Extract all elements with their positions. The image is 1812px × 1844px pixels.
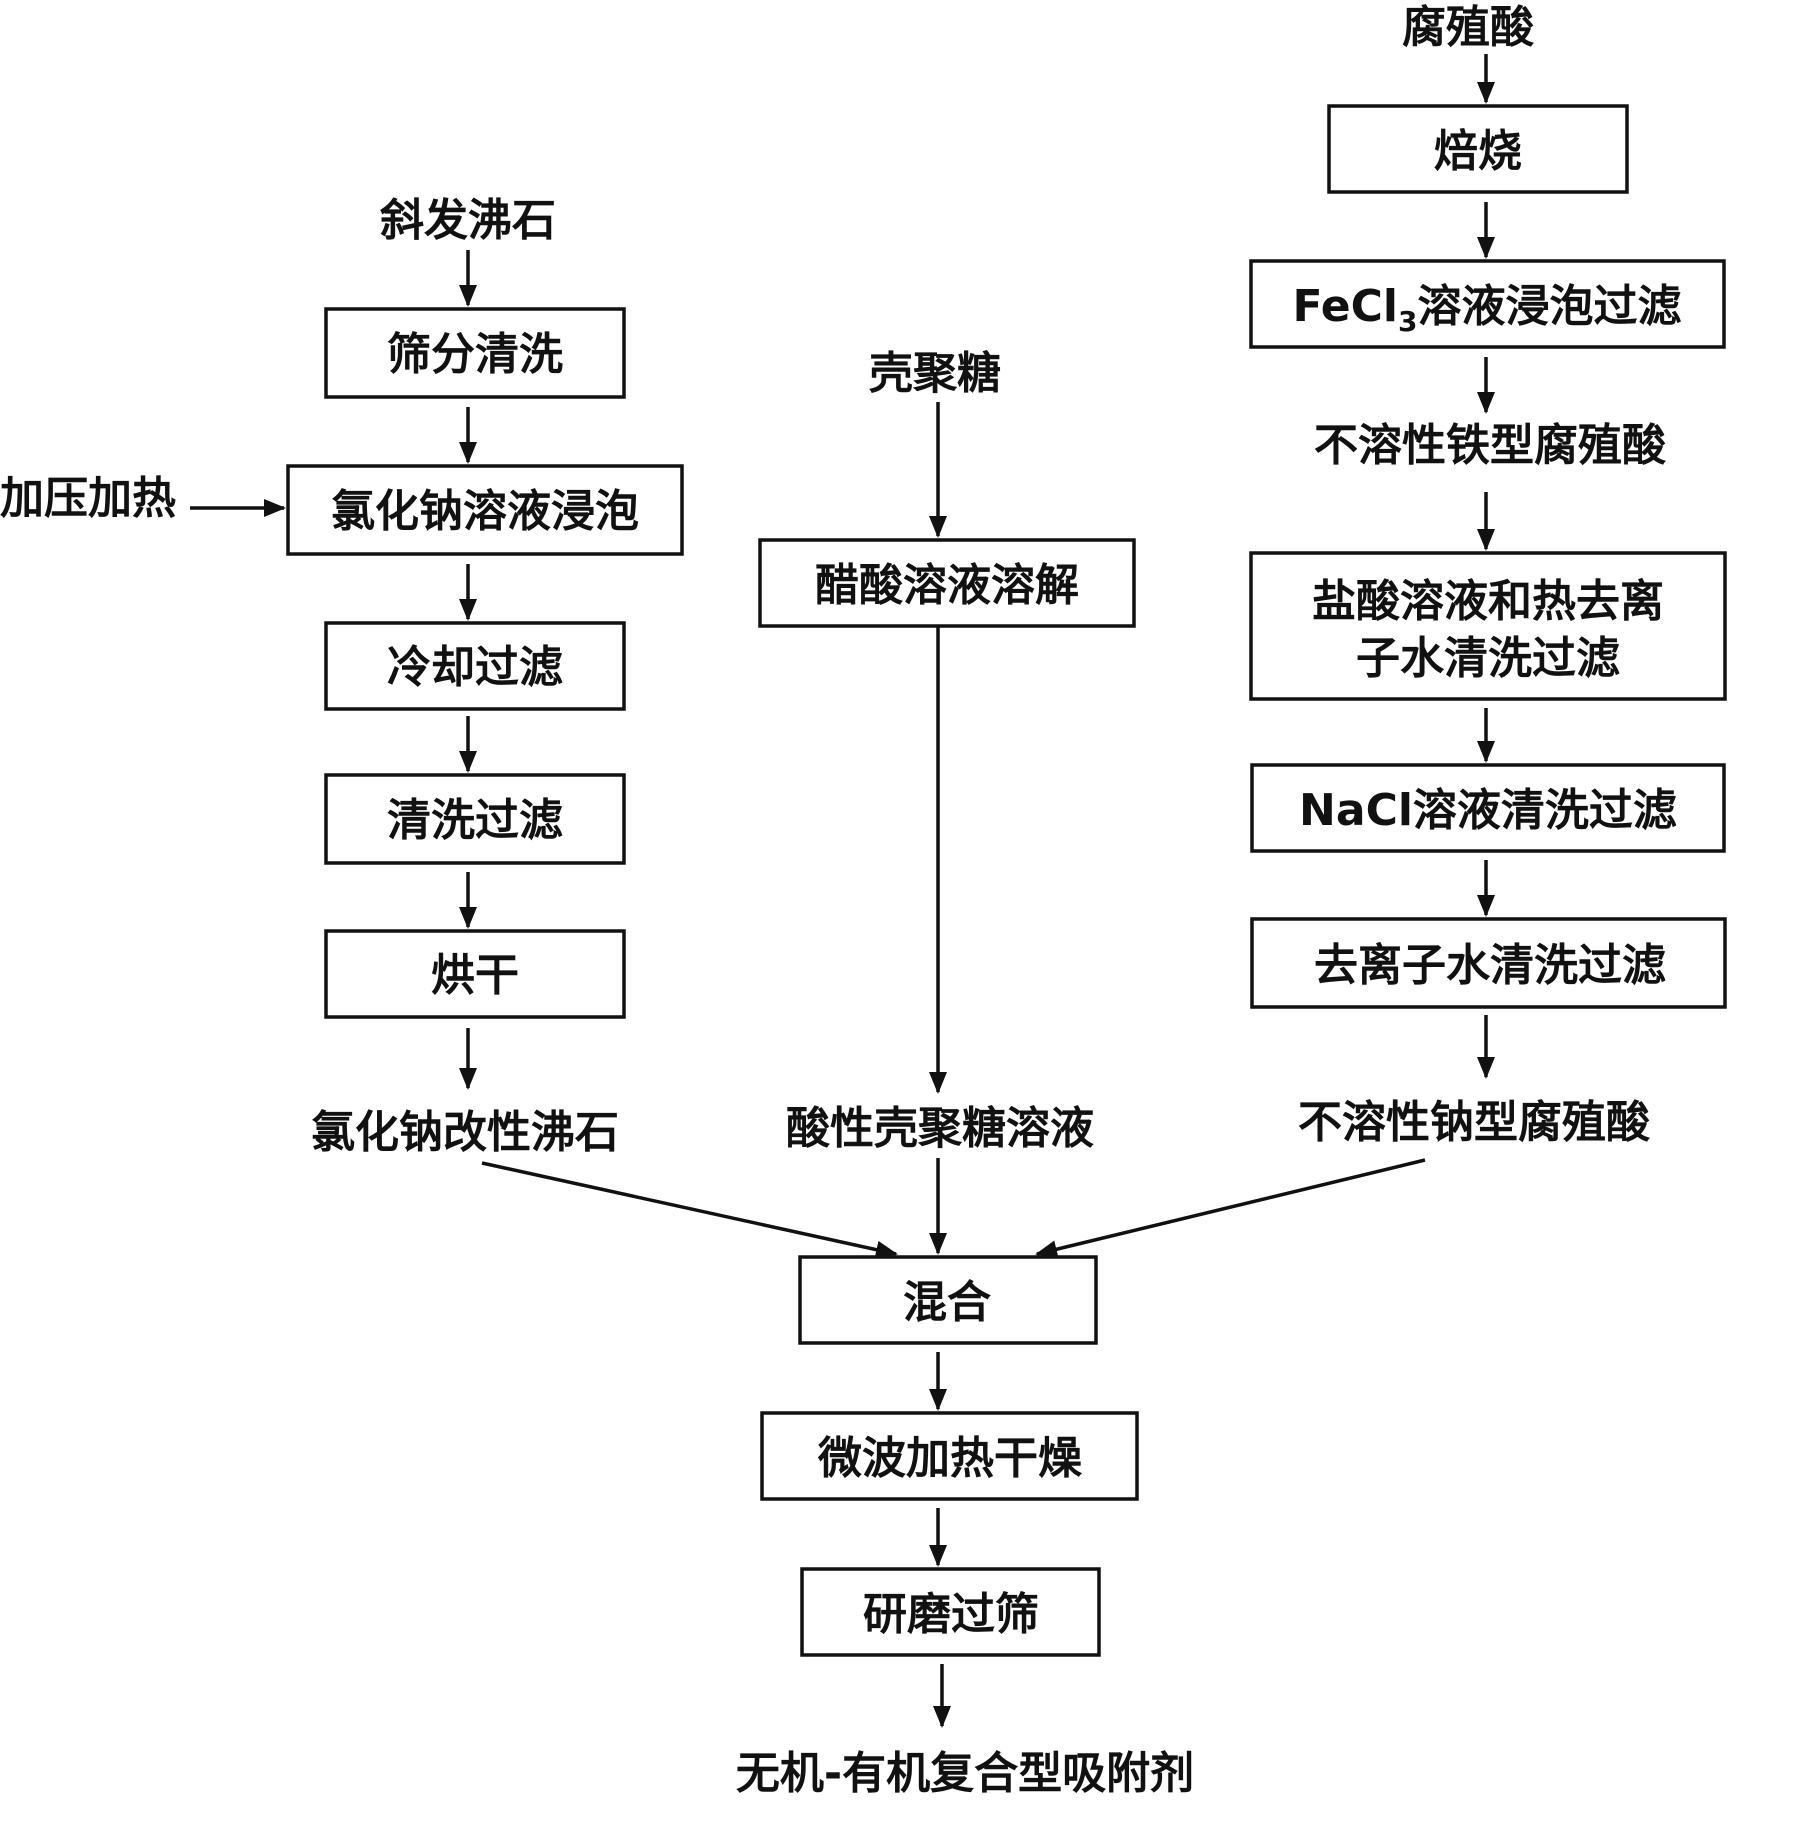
nacl-wash-box [1250,763,1726,853]
cool-filter-box [324,621,626,711]
humic-acid-input-label: 腐殖酸 [1402,2,1535,53]
acetic-dissolve-box [758,538,1136,628]
pressure-heat-label: 加压加热 [0,473,176,524]
di-water-wash-label: 去离子水清洗过滤 [1314,940,1666,991]
fecl3-soak-label: FeCl3溶液浸泡过滤 [1293,281,1682,338]
microwave-dry-label: 微波加热干燥 [817,1433,1083,1484]
sieve-wash-label: 筛分清洗 [387,329,563,380]
hcl-wash-box [1249,551,1727,701]
hcl-wash-label-line2: 子水清洗过滤 [1356,633,1620,684]
acetic-dissolve-label: 醋酸溶液溶解 [815,560,1079,611]
mix-label: 混合 [903,1277,991,1328]
roast-label: 焙烧 [1434,126,1522,177]
dry-box [324,929,626,1019]
microwave-dry-box [760,1411,1139,1501]
arrow-humic-to-mix [1035,1158,1426,1259]
final-product-label: 无机-有机复合型吸附剂 [736,1748,1194,1799]
zeolite-input-label: 斜发沸石 [380,195,556,246]
mix-box [798,1255,1098,1345]
nacl-wash-label: NaCl溶液清洗过滤 [1299,785,1677,836]
chitosan-input-label: 壳聚糖 [869,348,1001,399]
nacl-soak-label: 氯化钠溶液浸泡 [331,486,639,537]
hcl-wash-label-line1: 盐酸溶液和热去离 [1312,576,1664,627]
fecl3-soak-box [1249,259,1726,349]
iron-humic-label: 不溶性铁型腐殖酸 [1314,420,1667,471]
wash-filter-label: 清洗过滤 [387,795,563,846]
sieve-wash-box [324,307,626,399]
roast-box [1327,104,1629,194]
sodium-humic-label: 不溶性钠型腐殖酸 [1298,1097,1651,1148]
grind-sieve-box [800,1567,1101,1657]
cool-filter-label: 冷却过滤 [387,642,563,693]
dry-label: 烘干 [431,950,519,1001]
grind-sieve-label: 研磨过筛 [863,1589,1039,1640]
wash-filter-box [324,773,626,865]
modified-zeolite-label: 氯化钠改性沸石 [311,1107,619,1158]
acidic-chitosan-label: 酸性壳聚糖溶液 [786,1103,1094,1154]
di-water-wash-box [1250,917,1727,1009]
nacl-soak-box [286,464,684,556]
arrow-zeolite-to-mix [481,1161,898,1259]
